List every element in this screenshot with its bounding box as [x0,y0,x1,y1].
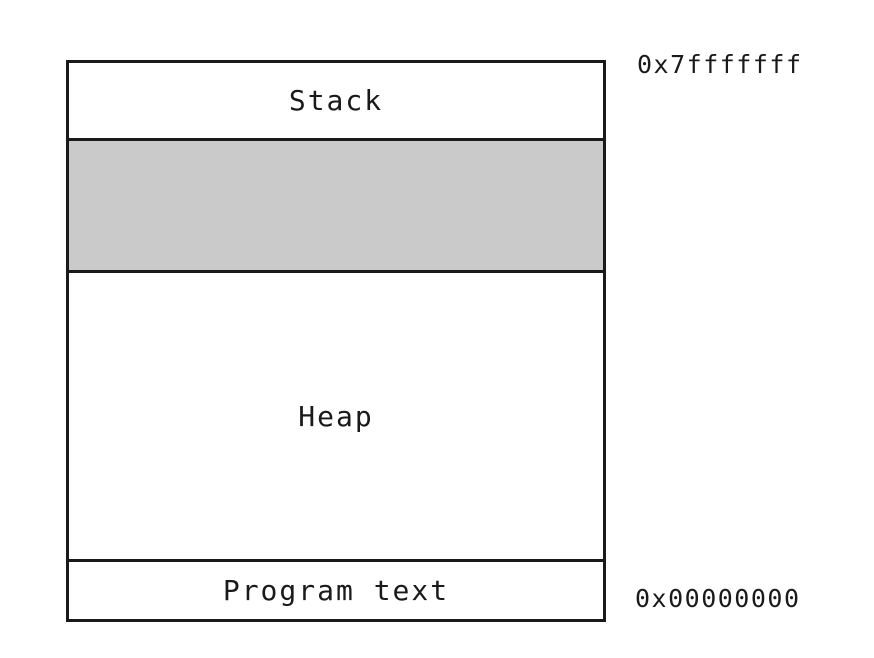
address-label-bottom: 0x00000000 [635,584,801,613]
heap-label: Heap [298,399,374,433]
stack-label: Stack [288,83,384,117]
program-text-section: Program text [69,559,603,619]
free-gap-section [69,137,603,273]
heap-section: Heap [69,272,603,560]
memory-box: Stack Heap Program text [66,60,606,622]
program-text-label: Program text [222,574,450,608]
stack-section: Stack [69,63,603,138]
address-label-top: 0x7fffffff [637,50,803,79]
